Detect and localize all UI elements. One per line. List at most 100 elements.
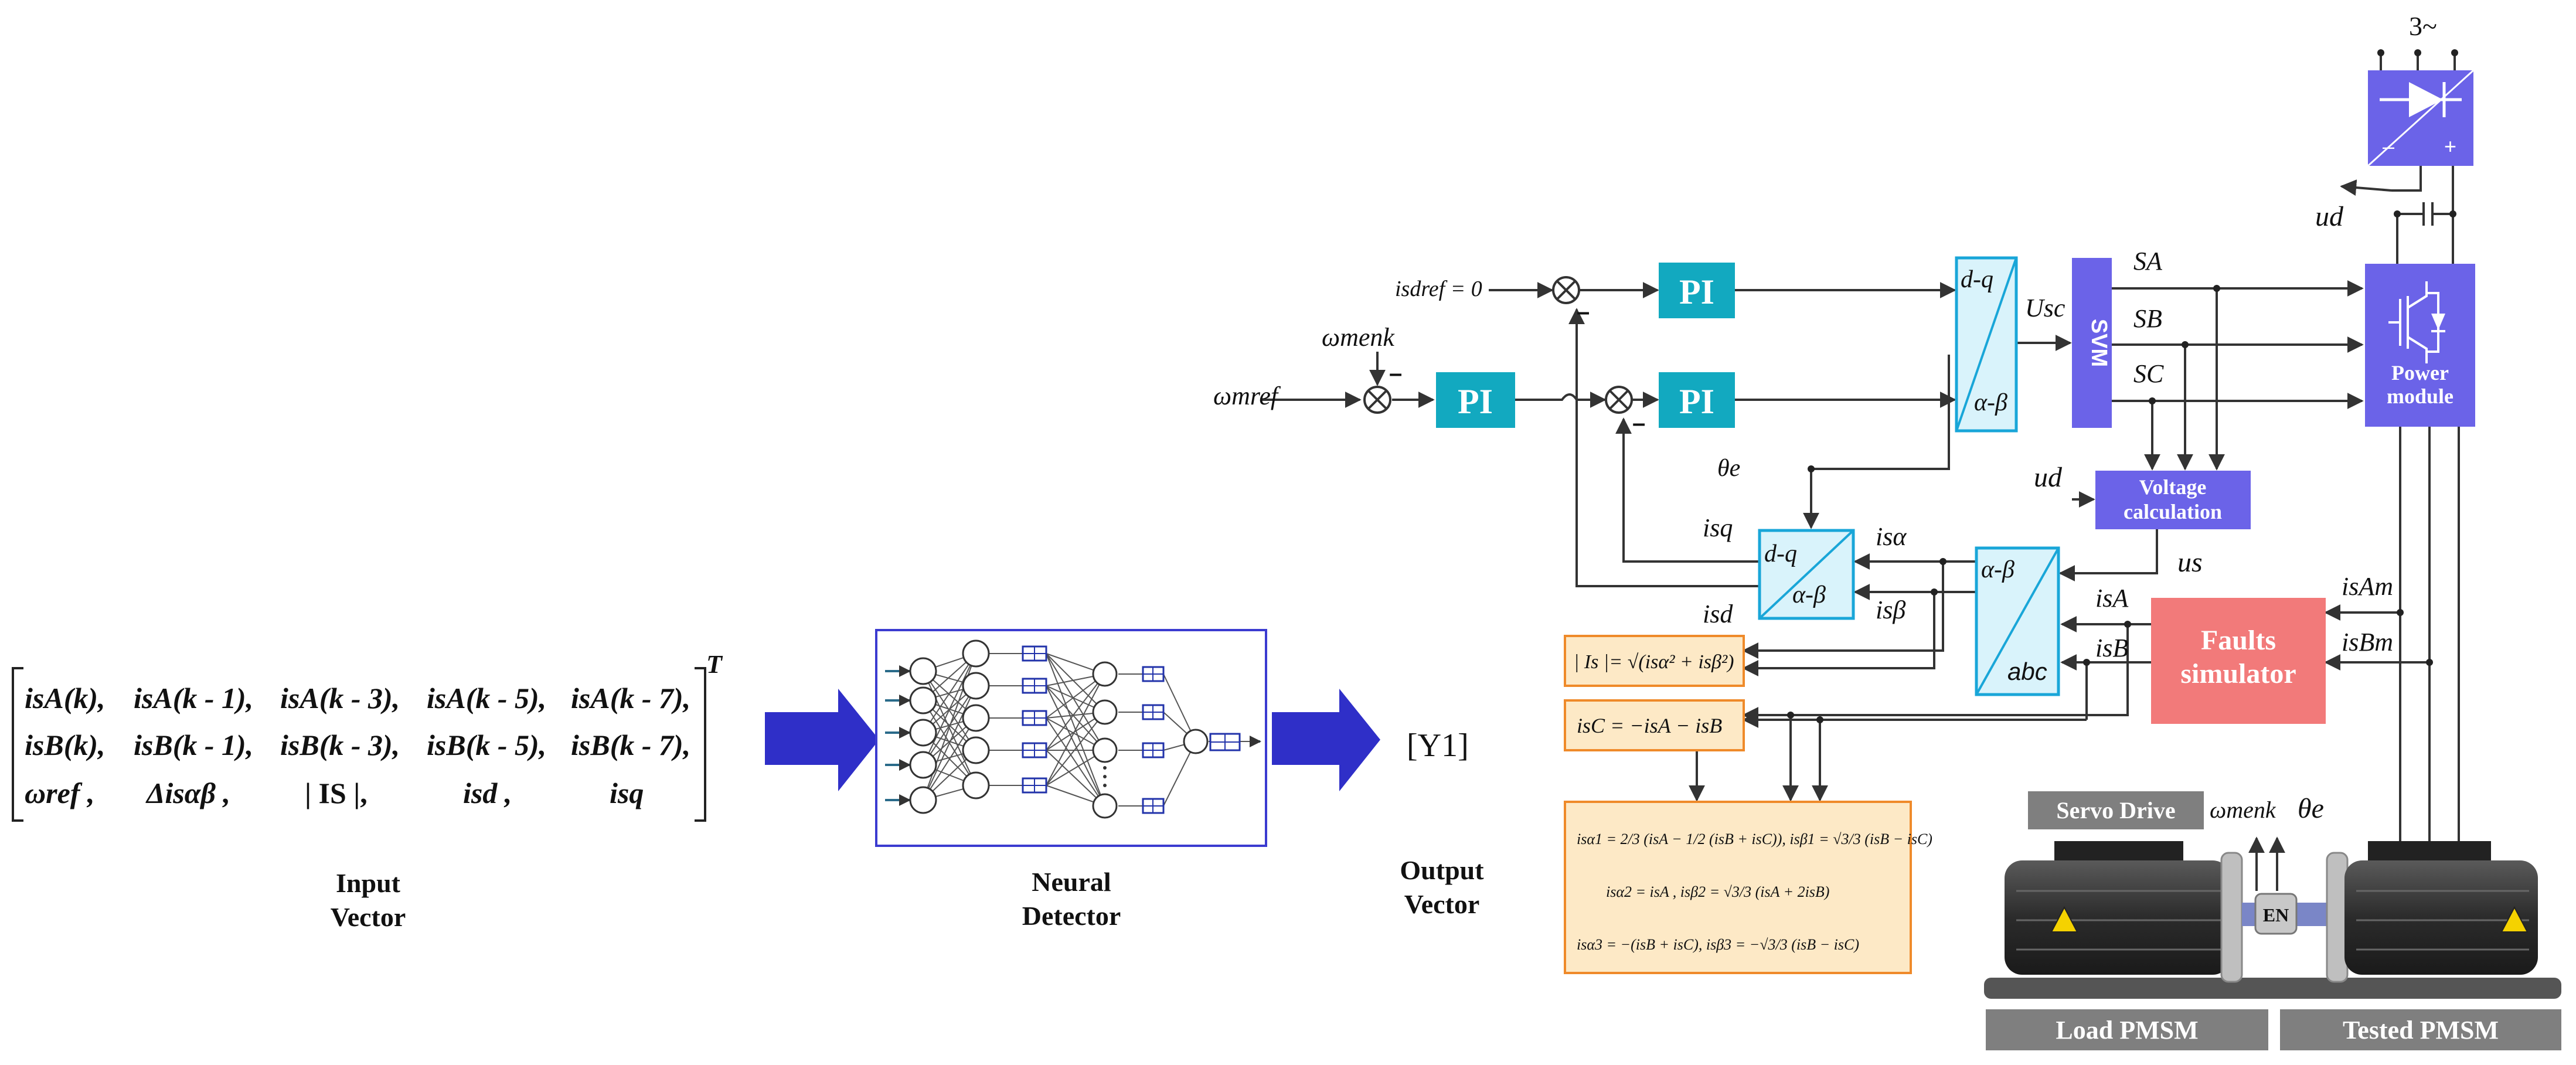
network-connections	[923, 653, 1257, 807]
sb-label: SB	[2133, 304, 2162, 333]
ab-label-3: α-β	[1981, 556, 2014, 583]
is-mag-box	[1564, 635, 1745, 687]
formula-1: isα1 = 2/3 (isA − 1/2 (isB + isC)), isβ1…	[1577, 831, 1932, 848]
input-label-line2: Vector	[331, 902, 406, 932]
ab-label-2: α-β	[1792, 581, 1826, 608]
input-label-line1: Input	[336, 868, 401, 898]
input-r3-c1: ωref ,	[25, 777, 94, 809]
svm-block	[2072, 258, 2112, 428]
input-arrows	[885, 665, 911, 806]
input-r1-c3: isA(k - 3),	[280, 682, 400, 714]
output-label-line2: Vector	[1404, 889, 1480, 919]
load-pmsm-label: Load PMSM	[2056, 1016, 2198, 1044]
abc-label: abc	[2007, 658, 2047, 685]
formula-2: isα2 = isA , isβ2 = √3/3 (isA + 2isB)	[1606, 883, 1829, 900]
output-label: Output Vector	[1400, 855, 1484, 919]
formula-boxes: | Is |= √(isα² + isβ²) isC = −isA − isB …	[1564, 635, 1932, 974]
tested-pmsm-badge	[2280, 1009, 2561, 1050]
pi-q-box	[1659, 372, 1735, 428]
input-r3-c3: | IS |,	[305, 777, 367, 809]
motor-assembly: EN Servo Drive Load PMSM Tested PMSM	[1984, 791, 2561, 1050]
ellipsis-dots	[1103, 766, 1107, 787]
isq-label: isq	[1703, 513, 1733, 542]
load-pmsm-motor	[2005, 841, 2243, 983]
input-r3-c5: isq	[610, 777, 644, 809]
isd-ref-label: isdref = 0	[1395, 277, 1482, 301]
theta-label: θe	[1717, 455, 1740, 482]
signal-wires	[1260, 53, 2460, 891]
isbeta-label: isβ	[1876, 596, 1905, 624]
input-r2-c3: isB(k - 3),	[280, 729, 400, 761]
summing-junctions	[1363, 276, 1633, 414]
warning-icon-tested	[2500, 906, 2529, 933]
abc-to-ab-block: α-β abc	[1975, 546, 2060, 696]
isc-box	[1564, 699, 1745, 751]
neurons	[909, 639, 1209, 819]
isB-label: isB	[2095, 634, 2128, 662]
junction-dots	[1787, 49, 2458, 723]
big-arrow-2	[1272, 689, 1380, 791]
servo-drive-label: Servo Drive	[2056, 797, 2175, 824]
pi-speed: PI	[1458, 382, 1493, 421]
power-label-line1: Power	[2391, 361, 2449, 385]
minus-speed: –	[1389, 360, 1402, 386]
dq-to-ab-block: d-q α-β	[1955, 256, 2018, 433]
summer-d	[1552, 276, 1580, 304]
base-rail	[1984, 978, 2561, 999]
dq-label-top: d-q	[1961, 266, 1993, 293]
input-r3-c4: isd ,	[463, 777, 512, 809]
pi-speed-box	[1436, 372, 1515, 428]
voltage-label-line1: Voltage	[2139, 475, 2207, 499]
sc-label: SC	[2133, 359, 2164, 388]
faults-label-line1: Faults	[2201, 625, 2276, 656]
power-label-line2: module	[2387, 385, 2454, 408]
input-r1-c2: isA(k - 1),	[134, 682, 253, 714]
neural-label: Neural Detector	[1022, 867, 1121, 931]
rectifier-block: – +	[2367, 69, 2475, 167]
encoder-box	[2254, 893, 2298, 935]
voltage-calculation-block: Voltage calculation	[2095, 471, 2251, 529]
big-arrow-1	[765, 689, 879, 791]
igbt-icon	[2388, 281, 2445, 363]
sa-label: SA	[2133, 247, 2163, 275]
neural-label-line1: Neural	[1032, 867, 1111, 897]
svm-label: SVM	[2087, 319, 2111, 367]
input-r1-c1: isA(k),	[25, 682, 106, 714]
transform-blocks: d-q α-β d-q α-β α-β abc	[1758, 256, 2060, 696]
isBm-label: isBm	[2342, 628, 2393, 656]
input-r2-c4: isB(k - 5),	[427, 729, 546, 761]
pi-d: PI	[1679, 273, 1714, 311]
ud-voltage-label: ud	[2034, 462, 2063, 493]
summer-speed	[1363, 386, 1391, 414]
faults-simulator-block: Faults simulator	[2151, 598, 2326, 724]
rect-minus: –	[2383, 134, 2394, 158]
input-vector-label: Input Vector	[331, 868, 406, 932]
usc-label: Usc	[2025, 294, 2065, 322]
dq-label-2: d-q	[1764, 540, 1797, 567]
activation-box-grid	[1023, 647, 1240, 813]
pi-blocks: PI PI PI	[1436, 263, 1735, 428]
minus-q: –	[1632, 410, 1645, 436]
ud-dc-label: ud	[2315, 201, 2344, 232]
is-mag-formula: | Is |= √(isα² + isβ²)	[1574, 651, 1734, 673]
summer-q	[1605, 386, 1633, 414]
supply-label: 3~	[2409, 11, 2437, 41]
tested-pmsm-motor	[2326, 841, 2538, 983]
isAm-label: isAm	[2342, 572, 2393, 601]
faults-label-line2: simulator	[2180, 658, 2296, 689]
output-symbol: [Y1]	[1407, 727, 1469, 764]
warning-icon-load	[2050, 906, 2078, 933]
pi-q: PI	[1679, 382, 1714, 421]
fault-formulas-box	[1564, 801, 1912, 974]
isd-label: isd	[1703, 600, 1733, 628]
transpose-mark: T	[706, 650, 723, 679]
ab-to-dq-block: d-q α-β	[1758, 529, 1855, 620]
formula-3: isα3 = −(isB + isC), isβ3 = −√3/3 (isB −…	[1577, 936, 1859, 953]
pi-d-box	[1659, 263, 1735, 318]
input-r3-c2: Δisαβ ,	[145, 777, 230, 809]
omega-enk-label: ωmenk	[1322, 323, 1395, 352]
isA-label: isA	[2095, 584, 2129, 613]
signal-labels: isdref = 0 ωmenk ωmref θe Usc SA SB SC u…	[1213, 201, 2393, 824]
input-r2-c5: isB(k - 7),	[571, 729, 690, 761]
minus-signs: – – –	[1389, 299, 1645, 436]
